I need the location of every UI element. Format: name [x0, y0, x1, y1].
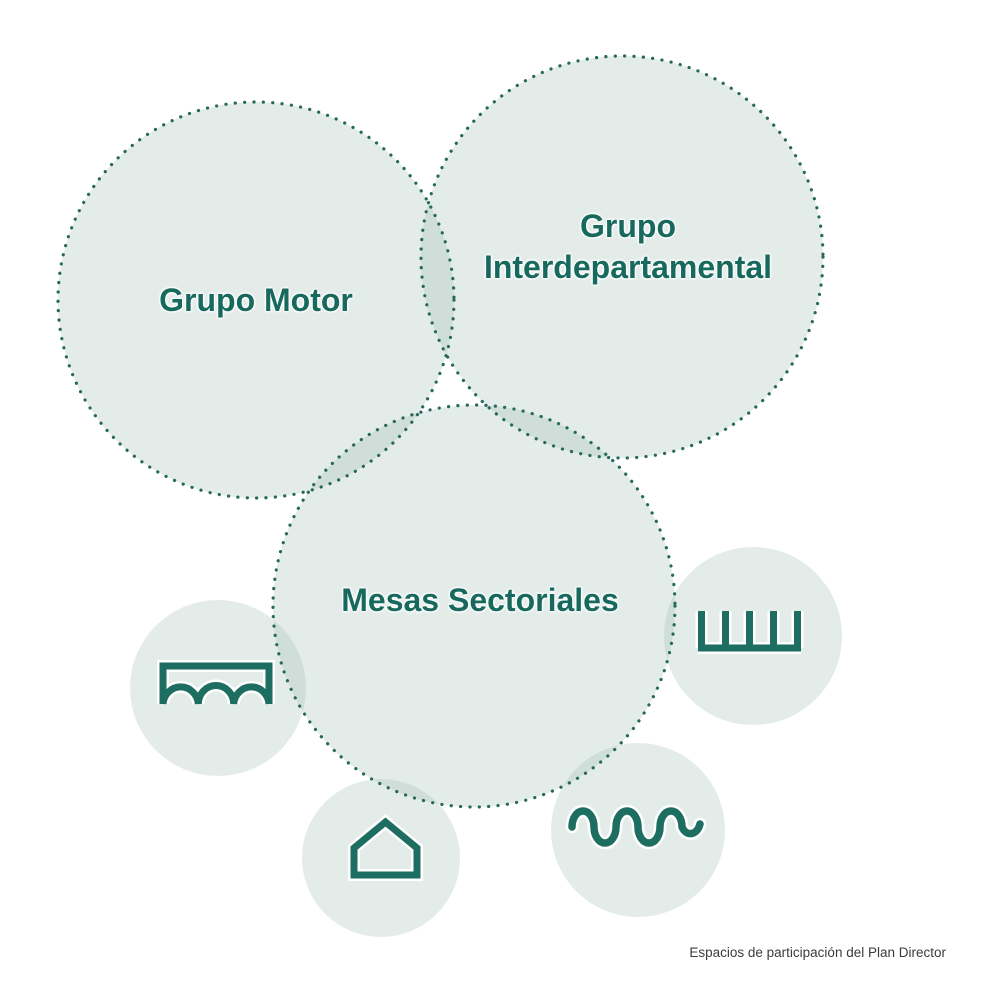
mesas-sectoriales-circle [273, 405, 675, 807]
house-icon [348, 814, 423, 881]
mesas-sectoriales-label: Mesas Sectoriales [341, 582, 619, 618]
tally-marks-icon [695, 611, 804, 654]
grupo-interdepartamental-circle [421, 56, 823, 458]
bridge-icon [157, 660, 275, 705]
dotted-border-layer [56, 54, 825, 809]
grupo-motor-label: Grupo Motor [159, 282, 353, 318]
house-satellite-circle [302, 779, 460, 937]
mesas-sectoriales-dotted-border [271, 403, 677, 809]
grupo-motor-dotted-border [56, 100, 456, 500]
caption: Espacios de participación del Plan Direc… [689, 945, 946, 960]
wave-icon [565, 804, 707, 850]
grupo-interdepartamental-dotted-border [419, 54, 825, 460]
grupo-interdepartamental-label: Grupo Interdepartamental [483, 208, 773, 285]
grupo-motor-circle [58, 102, 454, 498]
